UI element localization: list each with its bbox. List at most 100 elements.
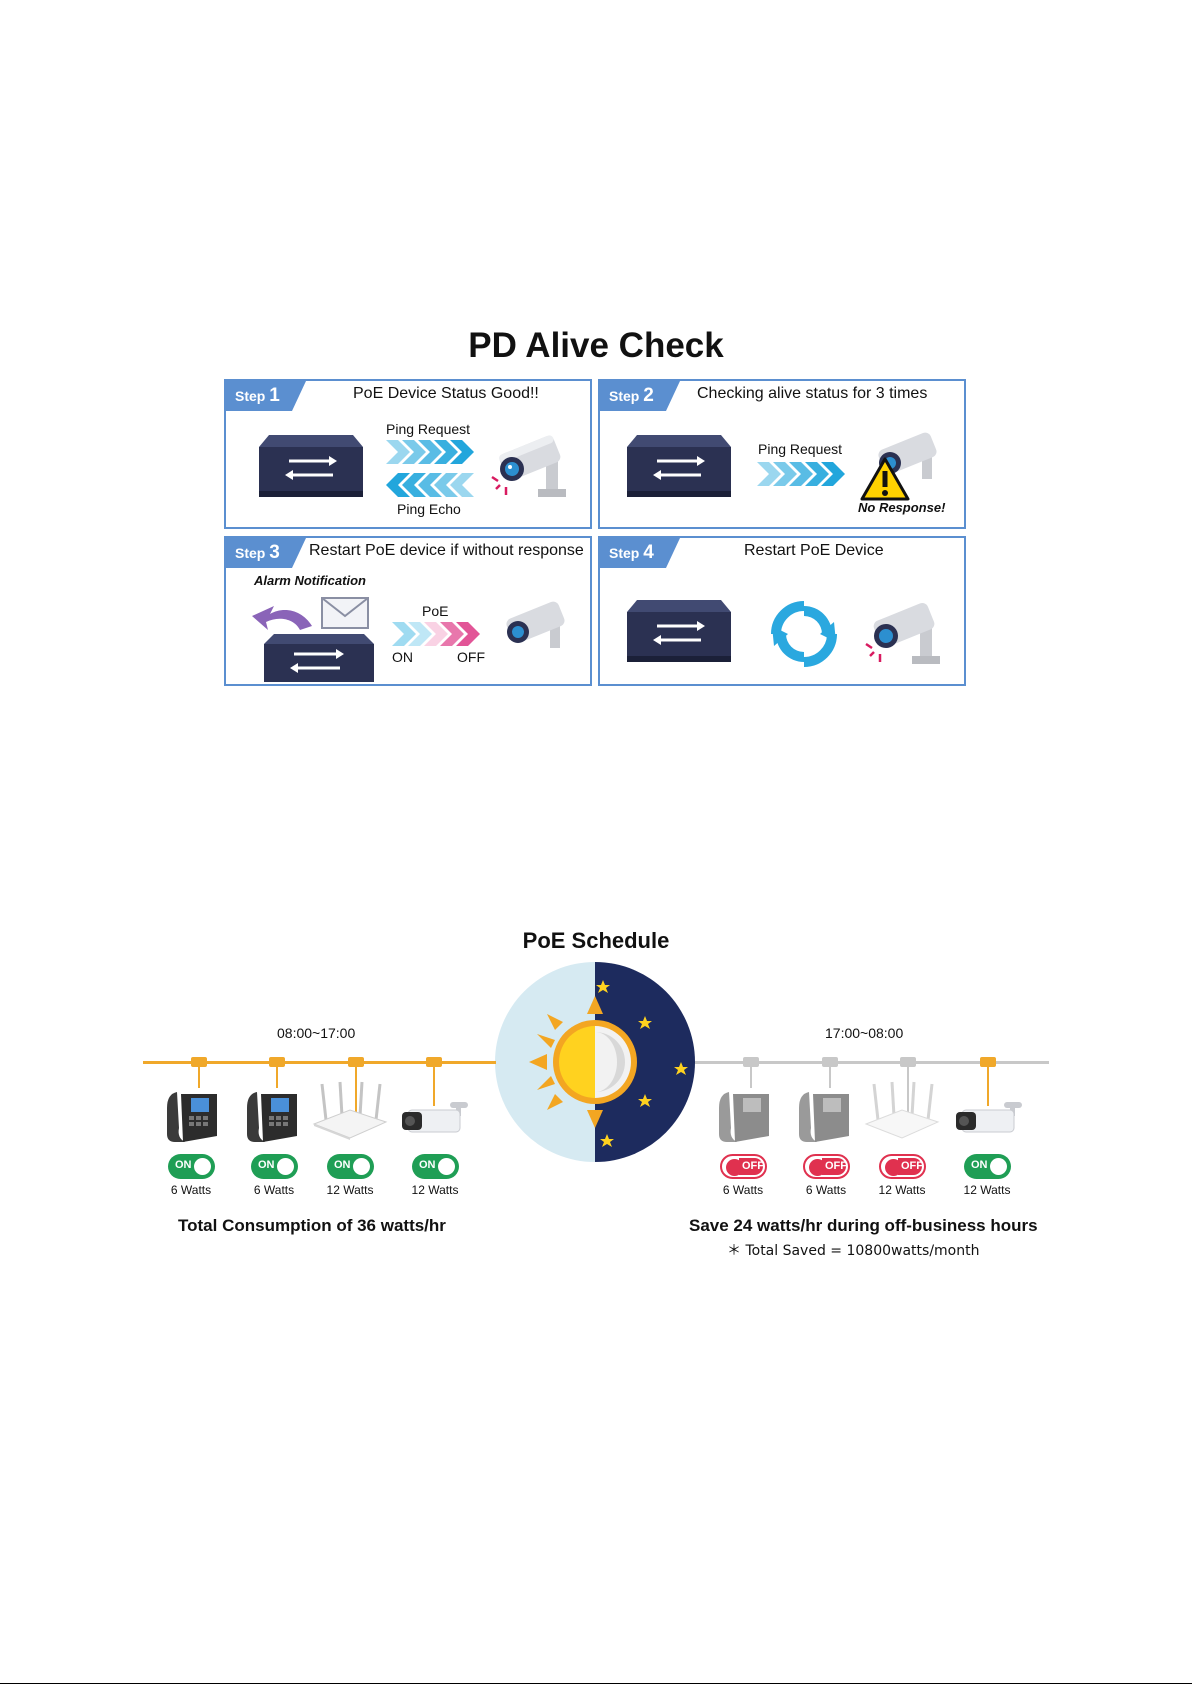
toggle-state: ON: [971, 1159, 988, 1171]
step-2-tag: Step 2: [600, 381, 680, 411]
phone-icon: [167, 1092, 217, 1142]
router-icon: [312, 1081, 388, 1140]
toggle-state: ON: [334, 1159, 351, 1171]
step-word: Step: [609, 388, 640, 404]
poe-label: PoE: [422, 603, 449, 619]
connector: [269, 1057, 285, 1067]
step-2-title: Checking alive status for 3 times: [697, 385, 928, 402]
connector: [191, 1057, 207, 1067]
step-2-panel: Step 2 Checking alive status for 3 times…: [598, 379, 966, 529]
watts-label: 6 Watts: [805, 1183, 847, 1197]
total-saved-note: ＊ Total Saved = 10800watts/month: [727, 1243, 980, 1259]
step-3-title: Restart PoE device if without response: [309, 542, 584, 559]
switch-icon: [259, 435, 363, 497]
watts-label: 12 Watts: [411, 1183, 459, 1197]
ping-request-arrows: [757, 462, 845, 486]
day-night-icon: [495, 962, 695, 1162]
connector-drop: [355, 1066, 357, 1112]
day-summary: Total Consumption of 36 watts/hr: [178, 1216, 446, 1235]
phone-icon: [719, 1092, 769, 1142]
step-3-tag: Step 3: [226, 538, 306, 568]
refresh-icon: [771, 601, 837, 667]
ping-request-label: Ping Request: [386, 421, 471, 437]
watts-label: 6 Watts: [722, 1183, 764, 1197]
connector: [900, 1057, 916, 1067]
camera-icon: [491, 435, 566, 497]
toggle-day-1[interactable]: ON: [168, 1154, 215, 1179]
step-word: Step: [609, 545, 640, 561]
step-4-tag: Step 4: [600, 538, 680, 568]
ping-request-arrows: [386, 440, 474, 464]
toggle-day-4[interactable]: ON: [412, 1154, 459, 1179]
alarm-switch-group: [252, 597, 374, 682]
alive-check-title: PD Alive Check: [468, 326, 724, 365]
toggle-state: OFF: [901, 1160, 923, 1172]
off-label: OFF: [457, 649, 485, 665]
toggle-state: ON: [175, 1159, 192, 1171]
camera-icon: [506, 601, 565, 648]
camera-icon: [956, 1102, 1022, 1133]
connector: [822, 1057, 838, 1067]
ping-echo-label: Ping Echo: [397, 501, 461, 517]
connector-drop: [433, 1066, 435, 1106]
night-summary: Save 24 watts/hr during off-business hou…: [689, 1216, 1038, 1235]
step-3-panel: Step 3 Restart PoE device if without res…: [224, 536, 592, 686]
connector: [980, 1057, 996, 1067]
watts-label: 12 Watts: [878, 1183, 926, 1197]
toggle-night-4[interactable]: ON: [964, 1154, 1011, 1179]
watts-label: 6 Watts: [170, 1183, 212, 1197]
toggle-night-1[interactable]: OFF: [720, 1154, 767, 1179]
toggle-day-3[interactable]: ON: [327, 1154, 374, 1179]
camera-icon: [865, 602, 940, 664]
page-bottom-rule: [0, 1683, 1192, 1684]
connector: [743, 1057, 759, 1067]
toggle-state: ON: [419, 1159, 436, 1171]
router-icon: [864, 1081, 940, 1139]
step-number: 2: [643, 385, 654, 406]
step-number: 1: [269, 385, 280, 406]
poe-schedule-title: PoE Schedule: [522, 928, 670, 953]
step-1-panel: Step 1 PoE Device Status Good!! Ping Req…: [224, 379, 592, 529]
step-4-title: Restart PoE Device: [744, 542, 884, 559]
phone-icon: [247, 1092, 297, 1142]
toggle-night-2[interactable]: OFF: [803, 1154, 850, 1179]
on-label: ON: [392, 649, 413, 665]
toggle-state: ON: [258, 1159, 275, 1171]
night-time-label: 17:00~08:00: [825, 1025, 904, 1041]
no-response-label: No Response!: [858, 500, 946, 515]
ping-request-label: Ping Request: [758, 441, 843, 457]
switch-icon: [627, 435, 731, 497]
connector-drop: [907, 1066, 909, 1112]
connector-drop: [829, 1066, 831, 1088]
connector: [348, 1057, 364, 1067]
day-time-label: 08:00~17:00: [277, 1025, 356, 1041]
camera-icon: [402, 1102, 468, 1133]
alarm-notification-label: Alarm Notification: [254, 573, 366, 588]
warning-icon: [860, 457, 910, 501]
connector: [426, 1057, 442, 1067]
toggle-night-3[interactable]: OFF: [879, 1154, 926, 1179]
step-1-title: PoE Device Status Good!!: [353, 385, 539, 402]
connector-drop: [198, 1066, 200, 1088]
toggle-day-2[interactable]: ON: [251, 1154, 298, 1179]
toggle-state: OFF: [825, 1160, 847, 1172]
night-power-line: [695, 1061, 1049, 1064]
step-4-panel: Step 4 Restart PoE Device: [598, 536, 966, 686]
switch-icon: [627, 600, 731, 662]
step-number: 4: [643, 542, 654, 563]
step-1-tag: Step 1: [226, 381, 306, 411]
connector-drop: [750, 1066, 752, 1088]
watts-label: 12 Watts: [963, 1183, 1011, 1197]
step-word: Step: [235, 545, 266, 561]
watts-label: 6 Watts: [253, 1183, 295, 1197]
phone-icon: [799, 1092, 849, 1142]
connector-drop: [987, 1066, 989, 1106]
step-word: Step: [235, 388, 266, 404]
ping-echo-arrows: [386, 473, 474, 497]
watts-label: 12 Watts: [326, 1183, 374, 1197]
day-power-line: [143, 1061, 496, 1064]
step-number: 3: [269, 542, 280, 563]
toggle-state: OFF: [742, 1160, 764, 1172]
connector-drop: [276, 1066, 278, 1088]
poe-on-off-arrows: [392, 622, 480, 646]
